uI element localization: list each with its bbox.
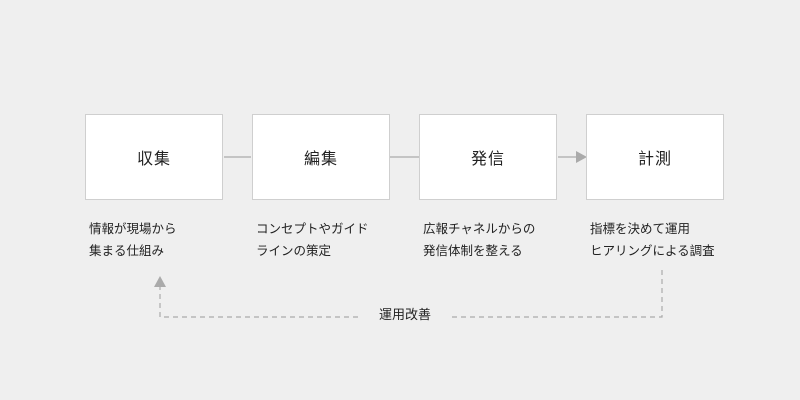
step-box-edit: 編集: [252, 114, 390, 200]
desc-line: 発信体制を整える: [423, 243, 523, 258]
desc-line: 指標を決めて運用: [590, 221, 691, 236]
step-label: 発信: [470, 149, 505, 168]
desc-line: 広報チャネルからの: [423, 221, 536, 236]
desc-line: コンセプトやガイド: [256, 221, 369, 236]
step-desc-measure: 指標を決めて運用 ヒアリングによる調査: [590, 218, 750, 262]
step-desc-publish: 広報チャネルからの 発信体制を整える: [423, 218, 583, 262]
desc-line: 集まる仕組み: [89, 243, 165, 258]
step-desc-edit: コンセプトやガイド ラインの策定: [256, 218, 416, 262]
step-desc-collect: 情報が現場から 集まる仕組み: [89, 218, 249, 262]
desc-line: ヒアリングによる調査: [590, 243, 715, 258]
step-label: 収集: [136, 149, 171, 168]
step-box-collect: 収集: [85, 114, 223, 200]
arrowhead-up-icon: [154, 276, 166, 287]
desc-line: 情報が現場から: [89, 221, 177, 236]
step-box-publish: 発信: [419, 114, 557, 200]
feedback-label: 運用改善: [360, 304, 450, 323]
desc-line: ラインの策定: [256, 243, 332, 258]
step-box-measure: 計測: [586, 114, 724, 200]
step-label: 編集: [303, 149, 338, 168]
arrowhead-right-icon: [576, 151, 587, 163]
step-label: 計測: [637, 149, 672, 168]
